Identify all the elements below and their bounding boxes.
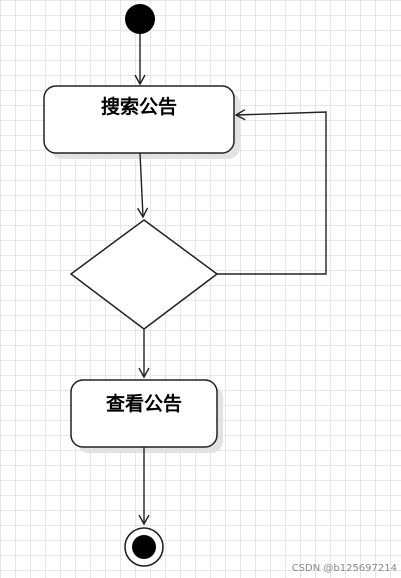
decision-node — [69, 219, 219, 330]
search-activity-node — [43, 85, 235, 154]
search-activity-label: 搜索公告 — [100, 96, 177, 118]
end-node-dot — [132, 535, 156, 559]
watermark: CSDN @b125697214 — [291, 563, 397, 574]
start-node — [125, 4, 155, 34]
edge-search-to-decision — [136, 152, 149, 219]
view-activity-label: 查看公告 — [105, 393, 182, 415]
edge-decision-loop-to-search — [217, 109, 327, 275]
